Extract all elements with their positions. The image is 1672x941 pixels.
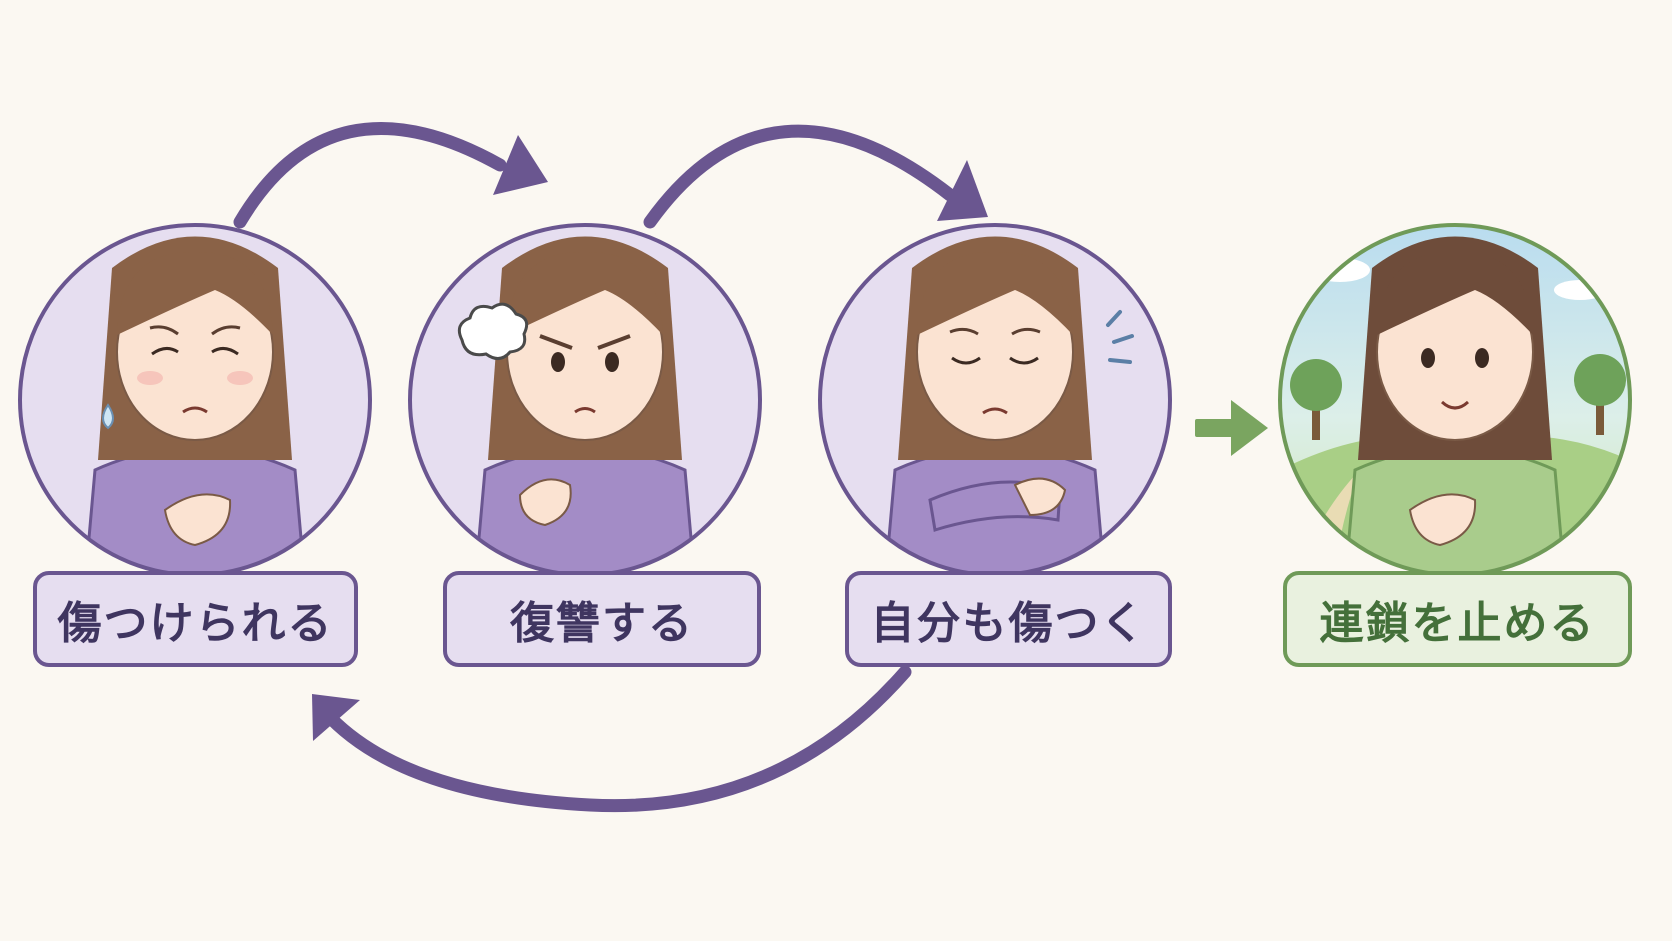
pain-lines-icon xyxy=(1106,310,1134,364)
label-hurt: 傷つけられる xyxy=(33,571,358,667)
break-chain-arrow xyxy=(1195,400,1268,456)
label-break-chain: 連鎖を止める xyxy=(1283,571,1632,667)
sweat-drop-icon xyxy=(102,403,114,430)
hurt-woman-illustration xyxy=(78,236,312,575)
label-revenge: 復讐する xyxy=(443,571,761,667)
arrow-hurt-to-revenge xyxy=(233,122,507,229)
arrow-self-hurt-to-hurt xyxy=(318,665,912,813)
anger-puff-icon xyxy=(457,302,529,360)
label-self-hurt: 自分も傷つく xyxy=(845,571,1172,667)
arrowhead-icon xyxy=(493,135,548,195)
panel-revenge xyxy=(408,223,762,577)
arrow-heads xyxy=(312,135,988,741)
clenched-fist xyxy=(518,478,572,527)
arrow-revenge-to-self-hurt xyxy=(643,124,957,229)
arrowhead-icon xyxy=(312,694,360,741)
tree-icon xyxy=(1290,359,1342,411)
pained-woman-illustration xyxy=(878,236,1112,575)
arrowhead-icon xyxy=(937,160,988,221)
cycle-arrows xyxy=(233,122,957,813)
hand-on-chest xyxy=(163,493,232,547)
tree-icon xyxy=(1574,354,1626,406)
angry-woman-illustration xyxy=(468,236,702,575)
panel-hurt xyxy=(18,223,372,577)
hand-on-chest xyxy=(1408,493,1477,547)
